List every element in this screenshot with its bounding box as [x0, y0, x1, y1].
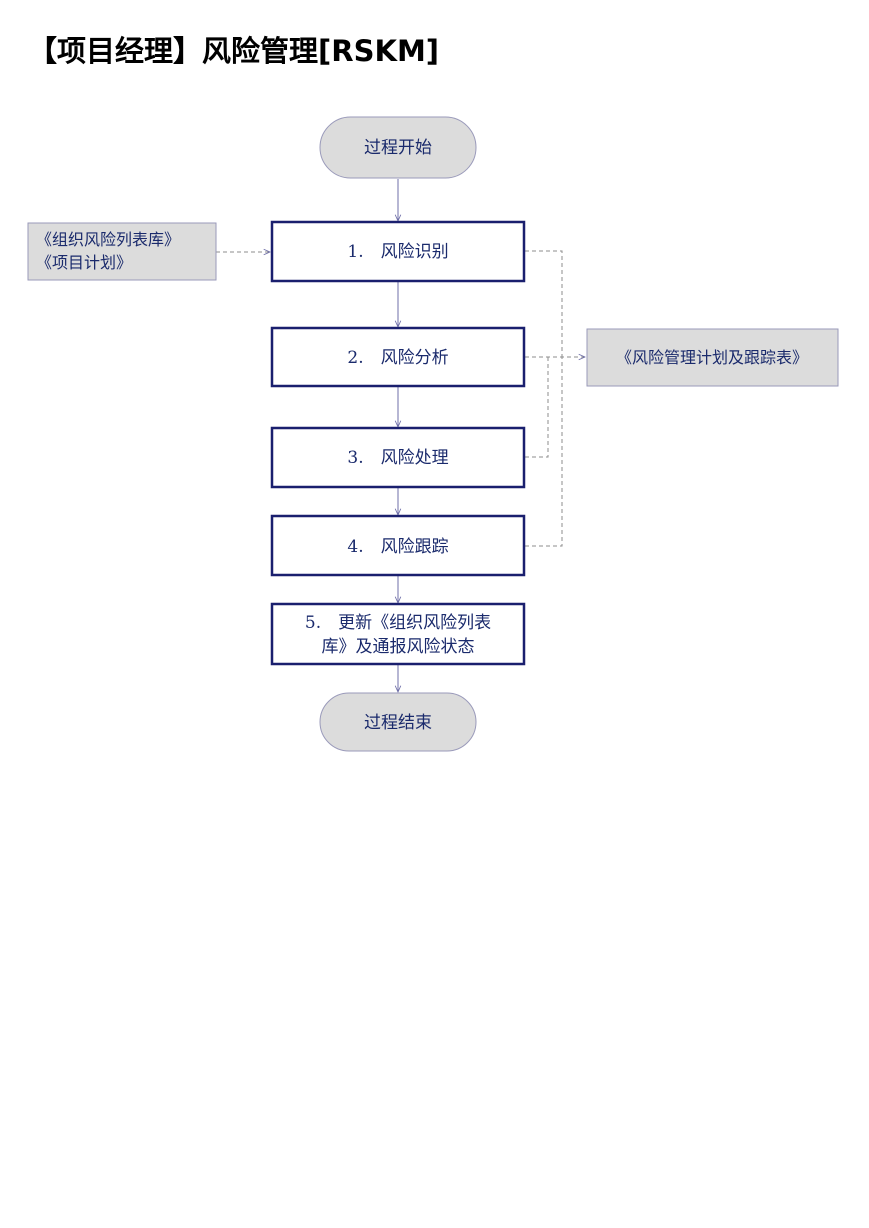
document-connectors: [216, 250, 585, 547]
step-3-label: 3. 风险处理: [347, 448, 448, 468]
start-label: 过程开始: [364, 138, 432, 158]
connector-step3-to-outputs: [525, 357, 549, 458]
output-documents-box: 《风险管理计划及跟踪表》: [586, 328, 839, 387]
connector-step4-to-outputs: [525, 357, 563, 547]
step-2-box: 2. 风险分析: [270, 326, 526, 388]
output-document-1: 《风险管理计划及跟踪表》: [616, 348, 808, 367]
step-2-label: 2. 风险分析: [347, 348, 448, 368]
input-document-1: 《组织风险列表库》: [36, 230, 180, 249]
step-1-label: 1. 风险识别: [347, 242, 448, 262]
end-label: 过程结束: [364, 713, 432, 733]
step-5-label-line-2: 库》及通报风险状态: [322, 637, 475, 657]
end-terminal: 过程结束: [319, 692, 477, 752]
start-terminal: 过程开始: [319, 116, 477, 179]
step-4-box: 4. 风险跟踪: [270, 514, 526, 577]
step-5-box: 5. 更新《组织风险列表 库》及通报风险状态: [270, 602, 526, 666]
input-document-2: 《项目计划》: [36, 253, 132, 272]
page-title: 【项目经理】风险管理[RSKM]: [28, 34, 440, 68]
step-3-box: 3. 风险处理: [270, 426, 526, 489]
step-4-label: 4. 风险跟踪: [347, 537, 448, 557]
step-1-box: 1. 风险识别: [270, 220, 526, 283]
input-documents-box: 《组织风险列表库》 《项目计划》: [27, 222, 217, 281]
connector-step1-to-outputs: [525, 250, 563, 357]
step-5-label-line-1: 5. 更新《组织风险列表: [305, 613, 491, 633]
